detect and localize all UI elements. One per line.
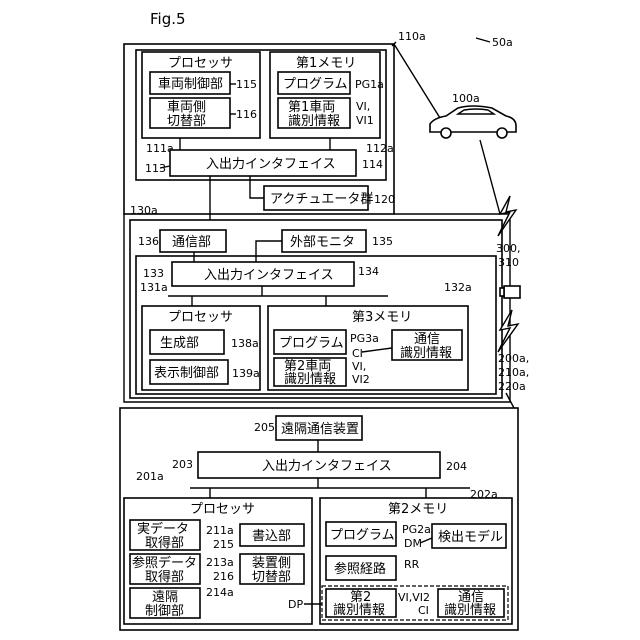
remote-comm-label: 遠隔通信装置 <box>281 422 359 437</box>
ref-204: 204 <box>446 460 467 473</box>
comm-label: 通信部 <box>172 235 211 250</box>
ref-131a: 131a <box>140 281 168 294</box>
ref-205: 205 <box>254 421 275 434</box>
memory3-id-label-2: 識別情報 <box>284 372 336 387</box>
generate-label: 生成部 <box>160 336 199 351</box>
figure-label: Fig.5 <box>150 10 186 28</box>
ref-211a: 211a <box>206 524 234 537</box>
memory1-program-label: プログラム <box>283 77 348 92</box>
ref-135: 135 <box>372 235 393 248</box>
ref-310: 310 <box>498 256 519 269</box>
vehicle-icon <box>430 106 516 138</box>
unit-processor-label: プロセッサ <box>168 310 233 325</box>
ref-dp: DP <box>288 598 303 611</box>
ref-210a: 210a, <box>498 366 529 379</box>
ref-300: 300, <box>496 242 521 255</box>
display-control-label: 表示制御部 <box>154 366 219 381</box>
remote-control-label-2: 制御部 <box>145 604 184 619</box>
monitor-label: 外部モニタ <box>290 235 355 250</box>
ref-dm: DM <box>404 537 422 550</box>
ref-pg1a: PG1a <box>355 78 384 91</box>
ecu-processor-label: プロセッサ <box>168 56 233 71</box>
ref-vi2-b: VI2 <box>352 373 370 386</box>
memory2-program-label: プログラム <box>330 528 395 543</box>
detect-model-label: 検出モデル <box>438 529 503 545</box>
ref-pg3a: PG3a <box>350 332 379 345</box>
server-io-label: 入出力インタフェイス <box>262 459 392 474</box>
memory3-program-label: プログラム <box>279 336 344 351</box>
ref-pg2a: PG2a <box>402 523 431 536</box>
ref-114: 114 <box>362 158 383 171</box>
ref-vi1-a: VI, <box>356 100 370 113</box>
ref-116: 116 <box>236 108 257 121</box>
vehicle-callout-line-2 <box>480 140 500 214</box>
ref-136: 136 <box>138 235 159 248</box>
ref-ci-3: CI <box>352 347 363 360</box>
terminal-icon <box>500 286 520 298</box>
wireless-signal-icon <box>498 196 516 236</box>
ecu-io-label: 入出力インタフェイス <box>206 157 336 172</box>
memory2-label: 第2メモリ <box>388 502 448 517</box>
ref-200a: 200a, <box>498 352 529 365</box>
ref-220a: 220a <box>498 380 526 393</box>
ref-route-label: 参照経路 <box>334 561 386 577</box>
memory3-comm-id-label-1: 通信 <box>414 332 440 347</box>
ref-112a: 112a <box>366 142 394 155</box>
actual-data-label-2: 取得部 <box>145 535 184 551</box>
actual-data-label-1: 実データ <box>137 521 189 537</box>
ref-138a: 138a <box>231 337 259 350</box>
memory3-label: 第3メモリ <box>352 310 412 325</box>
ref-data-label-1: 参照データ <box>132 555 197 571</box>
memory3-comm-id-label-2: 識別情報 <box>400 346 452 361</box>
vehicle-switch-label-1: 車両側 <box>167 100 206 115</box>
ref-130a: 130a <box>130 204 158 217</box>
ref-data-label-2: 取得部 <box>145 569 184 585</box>
ref-50a: 50a <box>492 36 513 49</box>
ref-214a: 214a <box>206 586 234 599</box>
unit-io-label: 入出力インタフェイス <box>204 268 334 283</box>
server-processor-label: プロセッサ <box>190 502 255 517</box>
device-switch-label-1: 装置側 <box>252 556 291 571</box>
ref-115: 115 <box>236 78 257 91</box>
ref-113: 113 <box>145 162 166 175</box>
ref-100a: 100a <box>452 92 480 105</box>
memory2-comm-id-label-2: 識別情報 <box>444 603 496 618</box>
ref-vi-vi2: VI,VI2 <box>398 591 430 604</box>
memory1-label: 第1メモリ <box>296 56 356 71</box>
ref-ci-2: CI <box>418 604 429 617</box>
ref-vi2-a: VI, <box>352 360 366 373</box>
leader-50a <box>476 38 490 42</box>
ref-213a: 213a <box>206 556 234 569</box>
ref-133: 133 <box>143 267 164 280</box>
vehicle-control-label: 車両制御部 <box>158 77 223 92</box>
vehicle-callout-line-1 <box>394 44 440 118</box>
ref-120: 120 <box>374 193 395 206</box>
memory1-id-label-1: 第1車両 <box>288 100 335 115</box>
write-label: 書込部 <box>252 529 291 544</box>
ref-139a: 139a <box>232 367 260 380</box>
ref-132a: 132a <box>444 281 472 294</box>
device-switch-label-2: 切替部 <box>252 570 291 585</box>
memory1-id-label-2: 識別情報 <box>288 114 340 129</box>
ref-110a: 110a <box>398 30 426 43</box>
vehicle-switch-label-2: 切替部 <box>167 114 206 129</box>
ref-134: 134 <box>358 265 379 278</box>
memory2-id-label-2: 識別情報 <box>333 603 385 618</box>
ref-215: 215 <box>213 538 234 551</box>
ref-216: 216 <box>213 570 234 583</box>
ref-vi1-b: VI1 <box>356 114 374 127</box>
ref-201a: 201a <box>136 470 164 483</box>
actuators-label: アクチュエータ群 <box>270 192 373 207</box>
ref-203: 203 <box>172 458 193 471</box>
remote-control-label-1: 遠隔 <box>152 590 178 605</box>
ref-rr: RR <box>404 558 420 571</box>
